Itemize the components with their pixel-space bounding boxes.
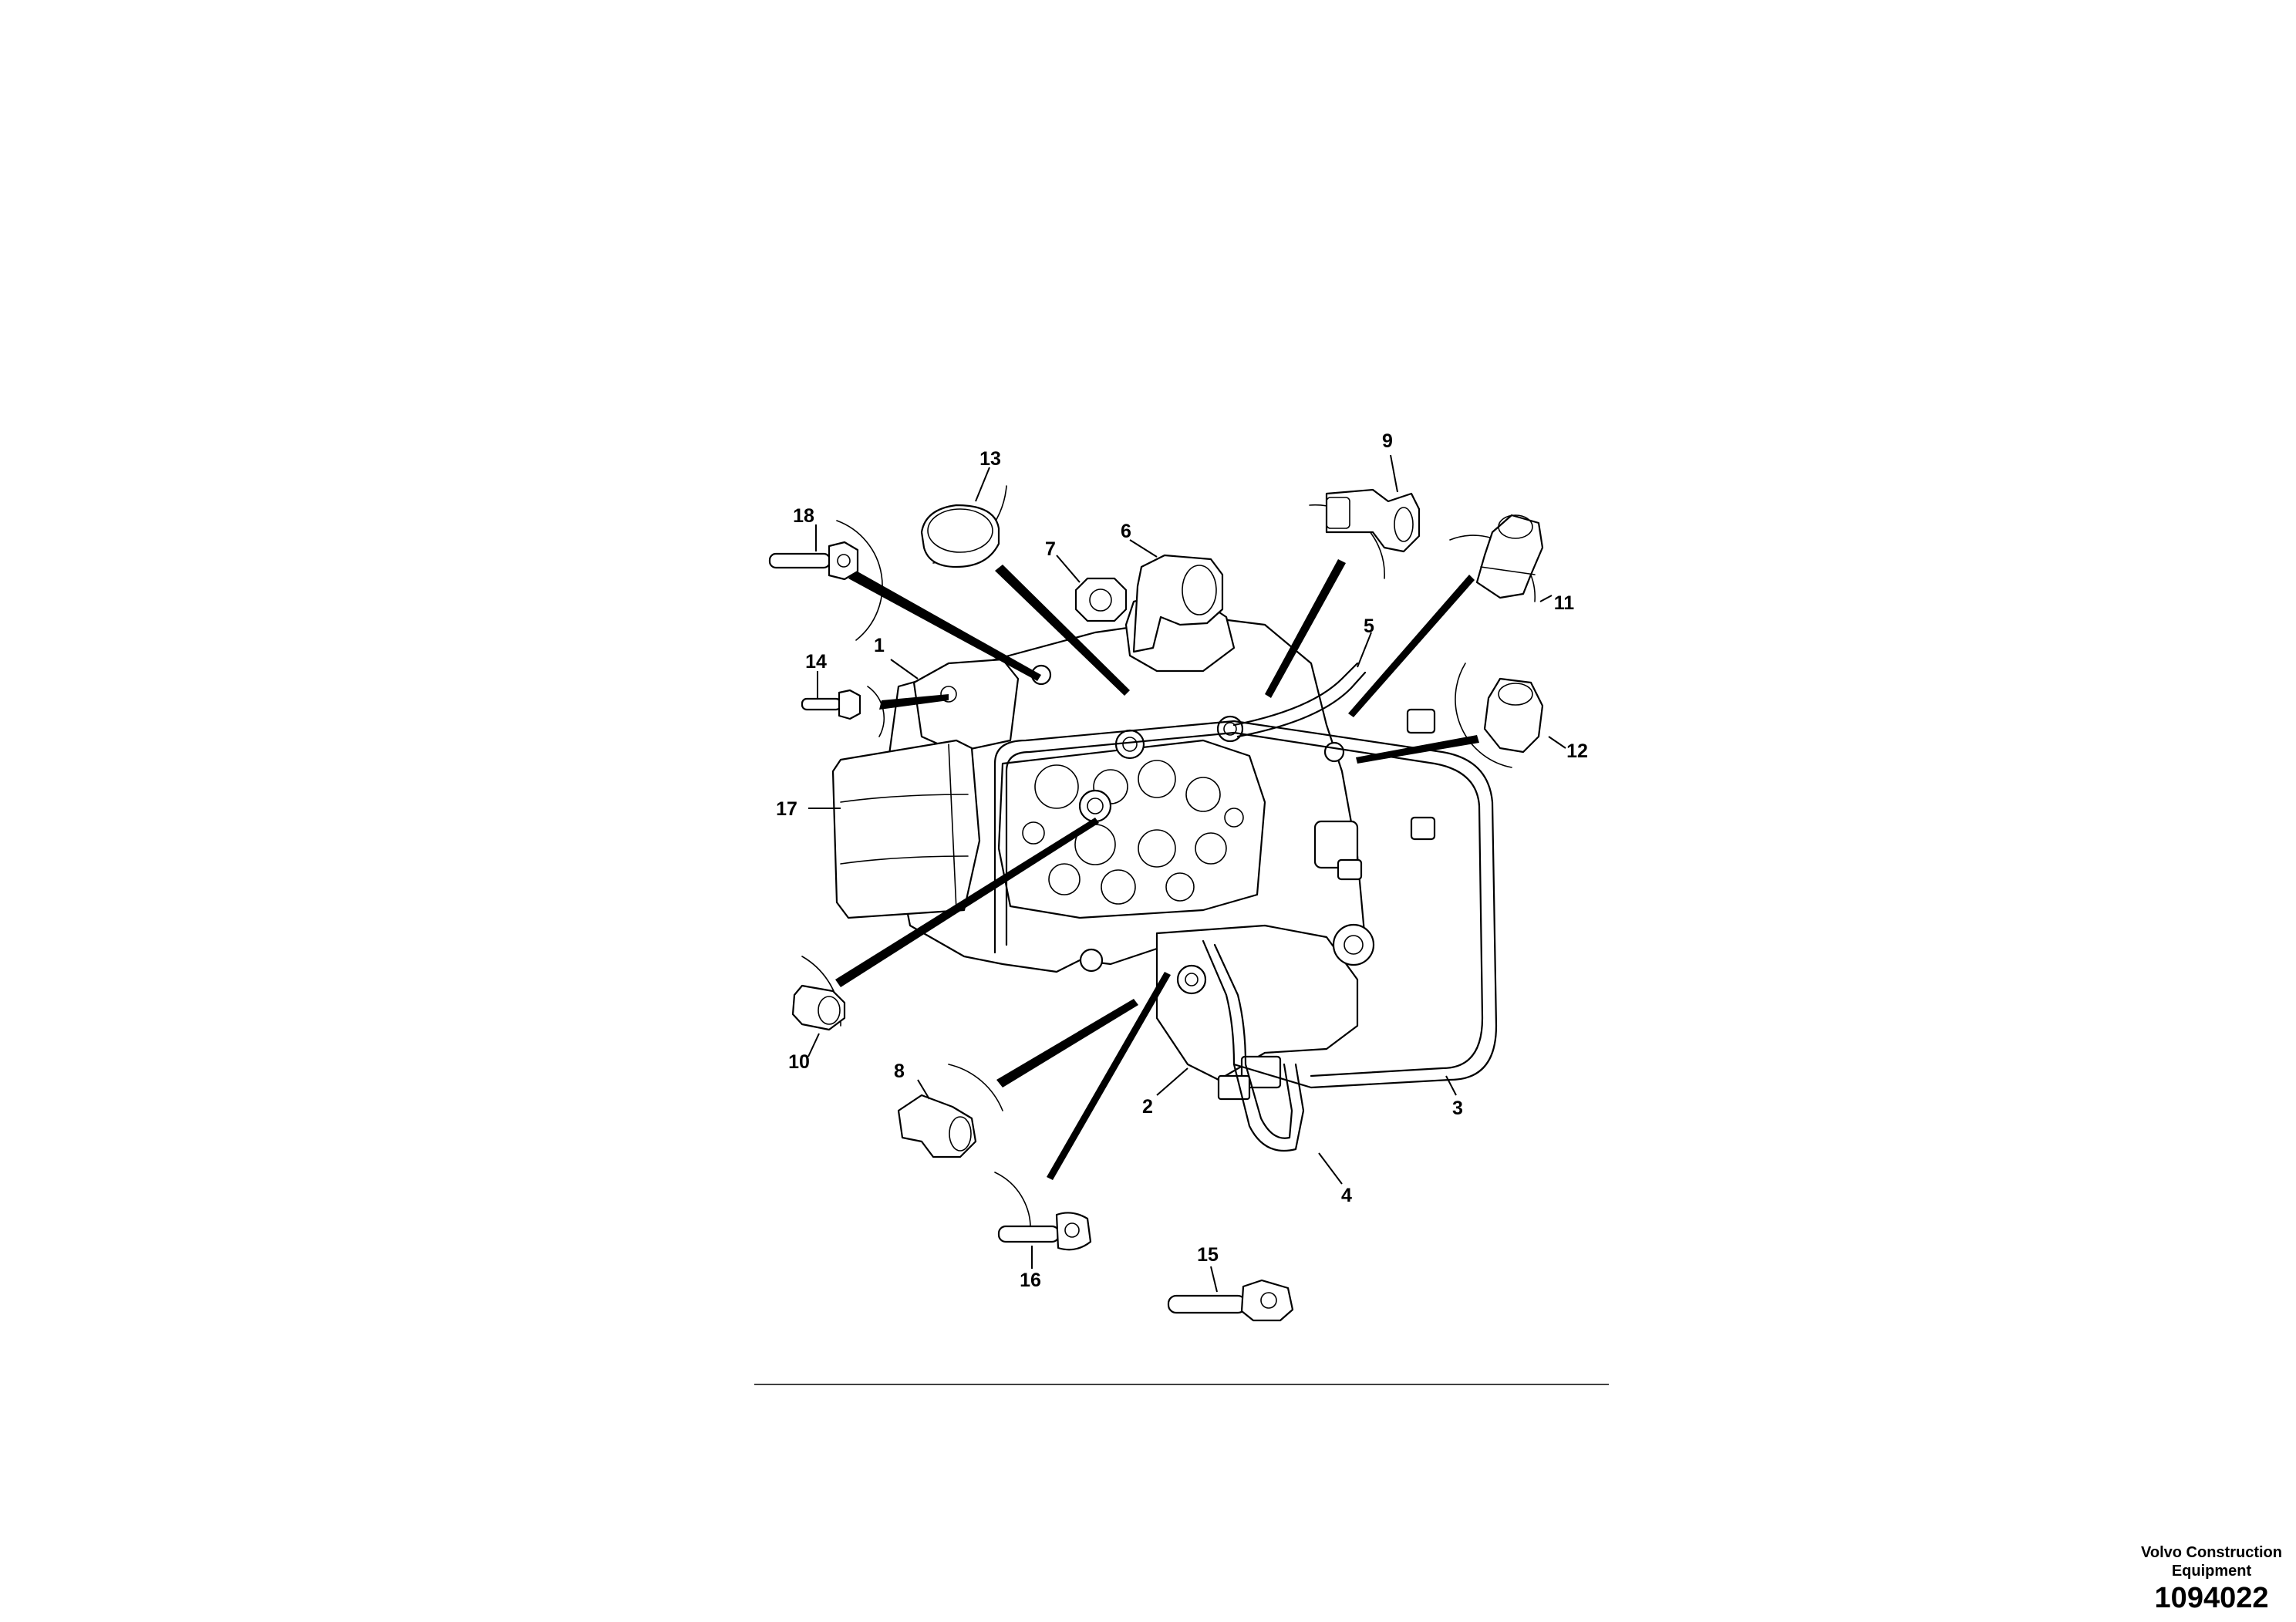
callout-17: 17 [776,798,797,820]
union-11-part [1475,514,1544,599]
callout-12: 12 [1566,740,1588,762]
tee-9-part [1325,488,1421,553]
bolt-14-part [801,689,861,720]
callout-8: 8 [894,1061,905,1082]
callout-6: 6 [1121,521,1131,542]
company-name-line1: Volvo Construction [2141,1544,2282,1561]
callout-13: 13 [979,448,1001,470]
bolt-18-part [768,541,859,581]
plug-13-part [920,504,1000,568]
callout-leaders [807,454,1566,1293]
adapter-10-part [791,984,846,1031]
company-name-line2: Equipment [2171,1563,2252,1580]
callout-labels: 1 2 3 4 5 6 7 8 9 10 11 12 13 14 15 16 1… [776,430,1588,1291]
callout-16: 16 [1020,1270,1041,1291]
document-number: 1094022 [2154,1582,2269,1614]
pipe-loops [993,662,1498,1152]
callout-2: 2 [1142,1096,1153,1118]
callout-14: 14 [805,651,827,673]
loose-parts [768,488,1544,1322]
nut-12-part [1483,677,1544,754]
callout-9: 9 [1382,430,1393,452]
elbow-6-part [1132,554,1224,653]
callout-3: 3 [1452,1098,1463,1119]
callout-5: 5 [1364,615,1374,637]
callout-15: 15 [1197,1244,1219,1266]
bolt-15-part [1167,1279,1294,1322]
control-valve-assembly [831,592,1436,1101]
callout-18: 18 [793,505,814,527]
callout-7: 7 [1045,538,1056,560]
callout-10: 10 [788,1051,810,1073]
callout-1: 1 [874,635,885,656]
callout-4: 4 [1341,1185,1352,1206]
bolt-16-part [997,1212,1092,1251]
callout-11: 11 [1554,592,1575,614]
elbow-8-part [897,1094,977,1158]
detail-view-arcs [801,485,1536,1239]
title-block: Volvo Construction Equipment 1094022 [2141,1543,2282,1616]
fitting-7-part [1074,577,1128,622]
